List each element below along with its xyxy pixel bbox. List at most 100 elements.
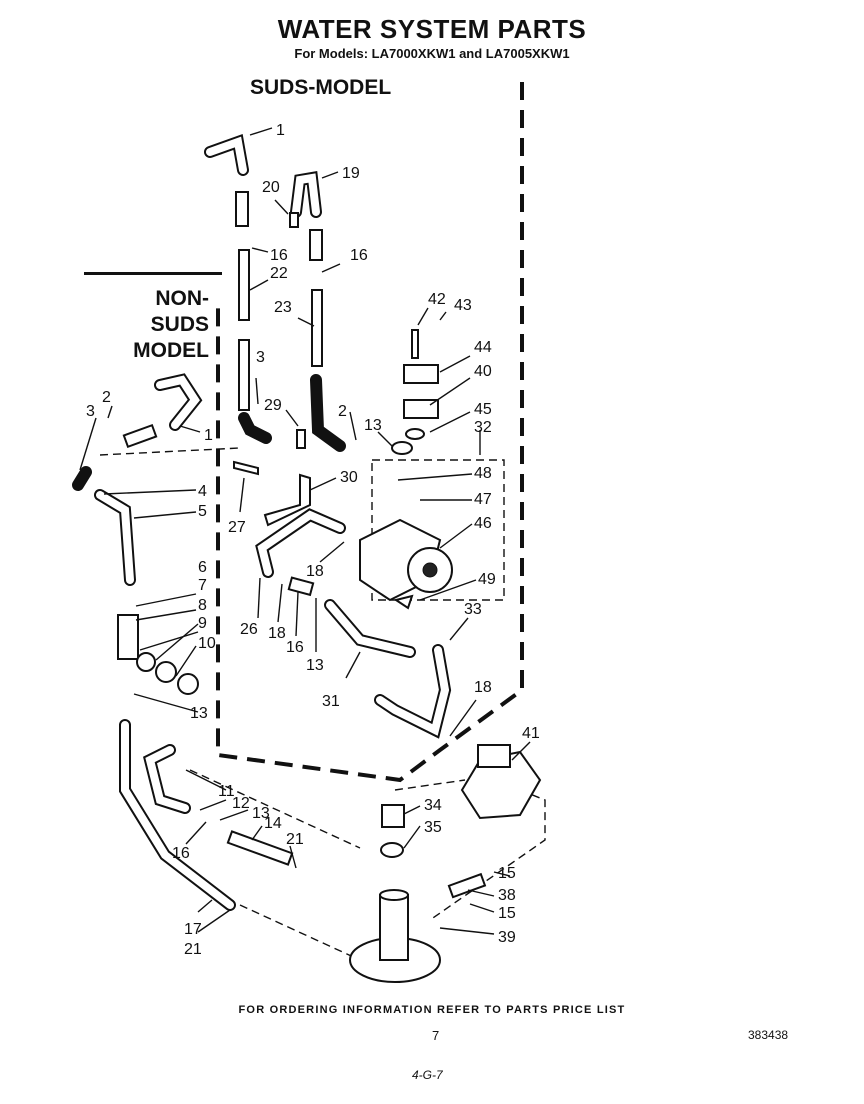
hose-nonsuds-seg xyxy=(122,423,158,449)
hose-3-left xyxy=(72,466,92,491)
callout-label: 21 xyxy=(286,831,304,848)
callout-label: 40 xyxy=(474,363,492,380)
callout-label: 16 xyxy=(270,247,288,264)
page-title: WATER SYSTEM PARTS xyxy=(277,14,587,44)
seal-34 xyxy=(381,804,405,828)
callout-label: 18 xyxy=(306,563,324,580)
callout-label: 49 xyxy=(478,571,496,588)
callout-label: 41 xyxy=(522,725,540,742)
callout-label: 2 xyxy=(338,403,347,420)
callout-label: 45 xyxy=(474,401,492,418)
callout-label: 1 xyxy=(276,122,285,139)
callout-label: 35 xyxy=(424,819,442,836)
screw-29 xyxy=(296,429,306,449)
solenoid-44 xyxy=(403,364,439,384)
callout-label: 2 xyxy=(102,389,111,406)
callout-label: 18 xyxy=(268,625,286,642)
callout-label: 44 xyxy=(474,339,492,356)
bracket-49 xyxy=(393,594,414,610)
callout-labels: 1 19 20 16 16 22 23 3 42 43 44 40 2 3 29… xyxy=(86,122,540,958)
pump-motor xyxy=(477,744,511,768)
bottom-link-2 xyxy=(239,904,361,961)
nonsuds-link xyxy=(99,447,241,456)
washer-45 xyxy=(405,428,425,440)
washer-9 xyxy=(136,652,156,672)
hose-3-elbow xyxy=(238,412,272,444)
callout-label: 39 xyxy=(498,929,516,946)
leader-lines xyxy=(79,127,531,935)
callout-label: 47 xyxy=(474,491,492,508)
callout-label: 30 xyxy=(340,469,358,486)
diaphragm-center xyxy=(422,562,438,578)
callout-label: 46 xyxy=(474,515,492,532)
callout-label: 1 xyxy=(204,427,213,444)
callout-label: 13 xyxy=(252,805,270,822)
callout-label: 10 xyxy=(198,635,216,652)
callout-label: 27 xyxy=(228,519,246,536)
callout-label: 31 xyxy=(322,693,340,710)
callout-label: 3 xyxy=(86,403,95,420)
callout-label: 48 xyxy=(474,465,492,482)
callout-label: 15 xyxy=(498,905,516,922)
page-number: 7 xyxy=(432,1028,440,1043)
bracket-40 xyxy=(403,399,439,419)
document-code: 383438 xyxy=(748,1028,789,1042)
nonsuds-model-label: NON-SUDS MODEL xyxy=(104,286,209,364)
callout-label: 32 xyxy=(474,419,492,436)
callout-label: 7 xyxy=(198,577,207,594)
nonsuds-line1: NON-SUDS xyxy=(150,287,209,336)
callout-label: 26 xyxy=(240,621,258,638)
callout-label: 16 xyxy=(286,639,304,656)
hose-14 xyxy=(226,830,294,866)
callout-label: 4 xyxy=(198,483,207,500)
callout-label: 20 xyxy=(262,179,280,196)
washer-10a xyxy=(155,661,177,683)
callout-label: 42 xyxy=(428,291,446,308)
callout-label: 8 xyxy=(198,597,207,614)
valve-group-32 xyxy=(371,459,505,601)
callout-label: 5 xyxy=(198,503,207,520)
callout-label: 21 xyxy=(184,941,202,958)
callout-label: 33 xyxy=(464,601,482,618)
nonsuds-rule xyxy=(84,272,222,275)
suds-boundary xyxy=(216,82,524,783)
callout-label: 14 xyxy=(264,815,282,832)
ring-35 xyxy=(380,842,404,858)
hose-22-lower xyxy=(238,339,250,411)
nonsuds-line2: MODEL xyxy=(133,339,209,362)
valve-8 xyxy=(117,614,139,660)
callout-label: 15 xyxy=(498,865,516,882)
callout-label: 43 xyxy=(454,297,472,314)
hose-23 xyxy=(311,289,323,367)
callout-label: 13 xyxy=(190,705,208,722)
callout-label: 23 xyxy=(274,299,292,316)
handwritten-note: 4-G-7 xyxy=(412,1068,443,1082)
callout-label: 12 xyxy=(232,795,250,812)
standpipe-39 xyxy=(379,894,409,961)
callout-label: 34 xyxy=(424,797,442,814)
hose-38 xyxy=(447,872,487,899)
hose-22 xyxy=(238,249,250,321)
callout-label: 13 xyxy=(364,417,382,434)
hose-19-seg xyxy=(309,229,323,261)
pump-link xyxy=(394,779,466,791)
callout-label: 13 xyxy=(306,657,324,674)
callout-label: 6 xyxy=(198,559,207,576)
hose-1-seg xyxy=(235,191,249,227)
suds-model-label: SUDS-MODEL xyxy=(250,76,392,99)
callout-label: 17 xyxy=(184,921,202,938)
callout-label: 3 xyxy=(256,349,265,366)
callout-label: 38 xyxy=(498,887,516,904)
callout-label: 11 xyxy=(218,783,235,800)
models-subtitle: For Models: LA7000XKW1 and LA7005XKW1 xyxy=(294,46,570,61)
callout-label: 16 xyxy=(172,845,190,862)
hose-23-elbow xyxy=(310,374,346,452)
bottom-link-1 xyxy=(189,769,361,849)
callout-label: 9 xyxy=(198,615,207,632)
ordering-note: FOR ORDERING INFORMATION REFER TO PARTS … xyxy=(238,1004,626,1016)
bracket-30 xyxy=(263,473,311,527)
connector-20 xyxy=(289,212,299,228)
screw-42 xyxy=(411,329,419,359)
screw-27 xyxy=(233,460,259,476)
